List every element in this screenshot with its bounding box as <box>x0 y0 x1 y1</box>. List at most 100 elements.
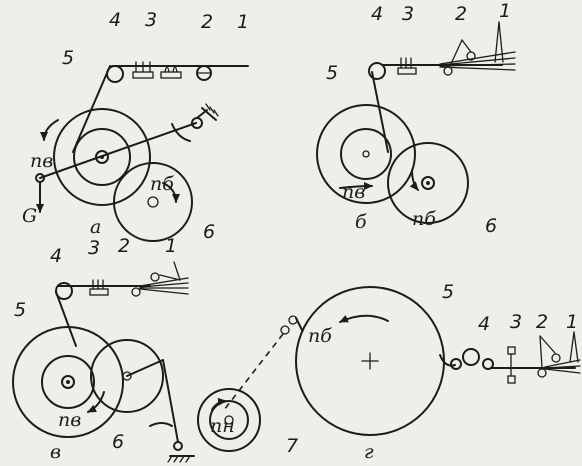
roll-axis-g <box>224 415 234 425</box>
drum-axis-b <box>421 176 435 190</box>
label-1-a: 1 <box>237 11 249 33</box>
guide-roller-a <box>106 65 124 83</box>
scheme-v: 4 3 2 1 5 пв 6 в <box>12 235 195 463</box>
small-roller-g-upper <box>551 353 561 363</box>
label-nv-v: пв <box>58 409 81 431</box>
pressure-roller-a <box>196 65 212 81</box>
label-5-v: 5 <box>14 299 26 321</box>
slitting-knife-g <box>507 346 516 384</box>
label-4-v: 4 <box>50 245 62 267</box>
web-to-roll-v <box>55 291 77 347</box>
small-roller-g-left <box>450 358 462 370</box>
label-4-a: 4 <box>109 9 121 31</box>
label-nb-a: пб <box>150 173 174 195</box>
label-5-a: 5 <box>62 47 74 69</box>
winding-roll-core-v <box>41 355 95 409</box>
label-3-g: 3 <box>510 311 522 333</box>
label-6-b: 6 <box>485 215 497 237</box>
bearing-drum-v <box>90 339 164 413</box>
leader-2-b1 <box>461 39 472 53</box>
label-5-g: 5 <box>442 281 454 303</box>
label-nv-b: пв <box>342 181 365 203</box>
guide-roller-b <box>368 62 386 80</box>
winding-roll-core-b <box>340 128 392 180</box>
label-nv-a: пв <box>30 150 53 172</box>
label-nb-b: пб <box>412 208 436 230</box>
lever-support-v <box>162 359 179 443</box>
label-2-v: 2 <box>118 235 130 257</box>
label-6-v: 6 <box>112 431 124 453</box>
slitting-knives-a <box>132 61 182 79</box>
bearing-drum-a <box>113 162 193 242</box>
winding-roll-axis-b <box>362 150 370 158</box>
guide-roller-v <box>55 282 73 300</box>
leader-2-b2 <box>449 39 463 67</box>
label-4-b: 4 <box>371 3 383 25</box>
winding-roll-axis-v <box>61 375 75 389</box>
label-2-g: 2 <box>536 311 548 333</box>
web-leaving-drum-g <box>439 354 456 367</box>
drum-rotation-arrow-a <box>162 182 180 203</box>
drum-rotation-arrow-g <box>339 314 389 323</box>
winding-roll-axis-a <box>95 150 109 164</box>
label-2-b: 2 <box>455 3 467 25</box>
label-7-g: 7 <box>286 435 298 457</box>
small-roller-b-lower <box>443 66 453 76</box>
winding-roll-core-a <box>73 128 131 186</box>
web-fan-v <box>139 261 189 295</box>
winding-roll-outer-v <box>12 326 124 438</box>
guide-roller-g <box>462 348 480 366</box>
label-3-b: 3 <box>402 3 414 25</box>
lever-arm-v <box>126 359 164 377</box>
drum-axis-a <box>147 196 159 208</box>
slitting-knives-b <box>397 57 417 75</box>
drum-rotation-arrow-b <box>409 169 419 191</box>
winding-roll-outer-a <box>53 108 151 206</box>
label-scheme-b: б <box>355 211 367 233</box>
web-to-roll-a <box>72 65 111 153</box>
label-scheme-g: г <box>364 441 374 463</box>
pivot-swing-arc-v <box>149 422 173 427</box>
guide-roller-g-lower <box>280 325 290 335</box>
lever-arm-a <box>39 122 197 179</box>
leader-2-g2 <box>539 335 543 369</box>
small-roller-v-lower <box>131 287 141 297</box>
label-G: G <box>22 205 37 227</box>
dashed-web-g <box>223 333 284 411</box>
label-6-a: 6 <box>203 221 215 243</box>
roll-rotation-arrow-g <box>211 397 227 411</box>
roll-rotation-arrow-a <box>40 119 59 141</box>
lever-pivot-a <box>191 103 219 129</box>
roll-outer-g <box>197 388 261 452</box>
roll-rotation-arrow-b <box>339 182 373 191</box>
label-nb-g: пб <box>308 325 332 347</box>
label-nn-g: пн <box>210 415 235 437</box>
label-scheme-v: в <box>50 441 61 463</box>
small-roller-v-upper <box>150 272 160 282</box>
label-scheme-a: а <box>90 216 101 238</box>
bearing-drum-b <box>387 142 469 224</box>
lever-pivot-v <box>167 441 195 463</box>
web-fan-g <box>544 331 581 374</box>
winding-roll-outer-b <box>316 104 416 204</box>
small-roller-g-right <box>482 358 494 370</box>
web-onto-drum-g <box>295 317 303 331</box>
roll-core-g <box>209 400 249 440</box>
label-4-g: 4 <box>478 313 490 335</box>
label-2-a: 2 <box>201 11 213 33</box>
pivot-swing-arc-a <box>171 123 191 142</box>
drum-axis-v <box>122 371 132 381</box>
scheme-g: 5 4 3 2 1 пб пн 7 г <box>197 281 581 463</box>
leader-2-g1 <box>539 335 556 354</box>
label-5-b: 5 <box>326 62 338 84</box>
label-3-v: 3 <box>88 237 100 259</box>
scheme-b: 4 3 2 1 5 пв пб 6 б <box>316 0 516 237</box>
slitting-knives-v <box>89 279 109 296</box>
label-1-v: 1 <box>165 235 177 257</box>
small-roller-g-lower <box>537 368 547 378</box>
scheme-a: 4 3 2 1 5 пв G пб 6 а <box>22 9 249 243</box>
roll-rotation-arrow-v <box>87 391 105 413</box>
label-3-a: 3 <box>145 9 157 31</box>
